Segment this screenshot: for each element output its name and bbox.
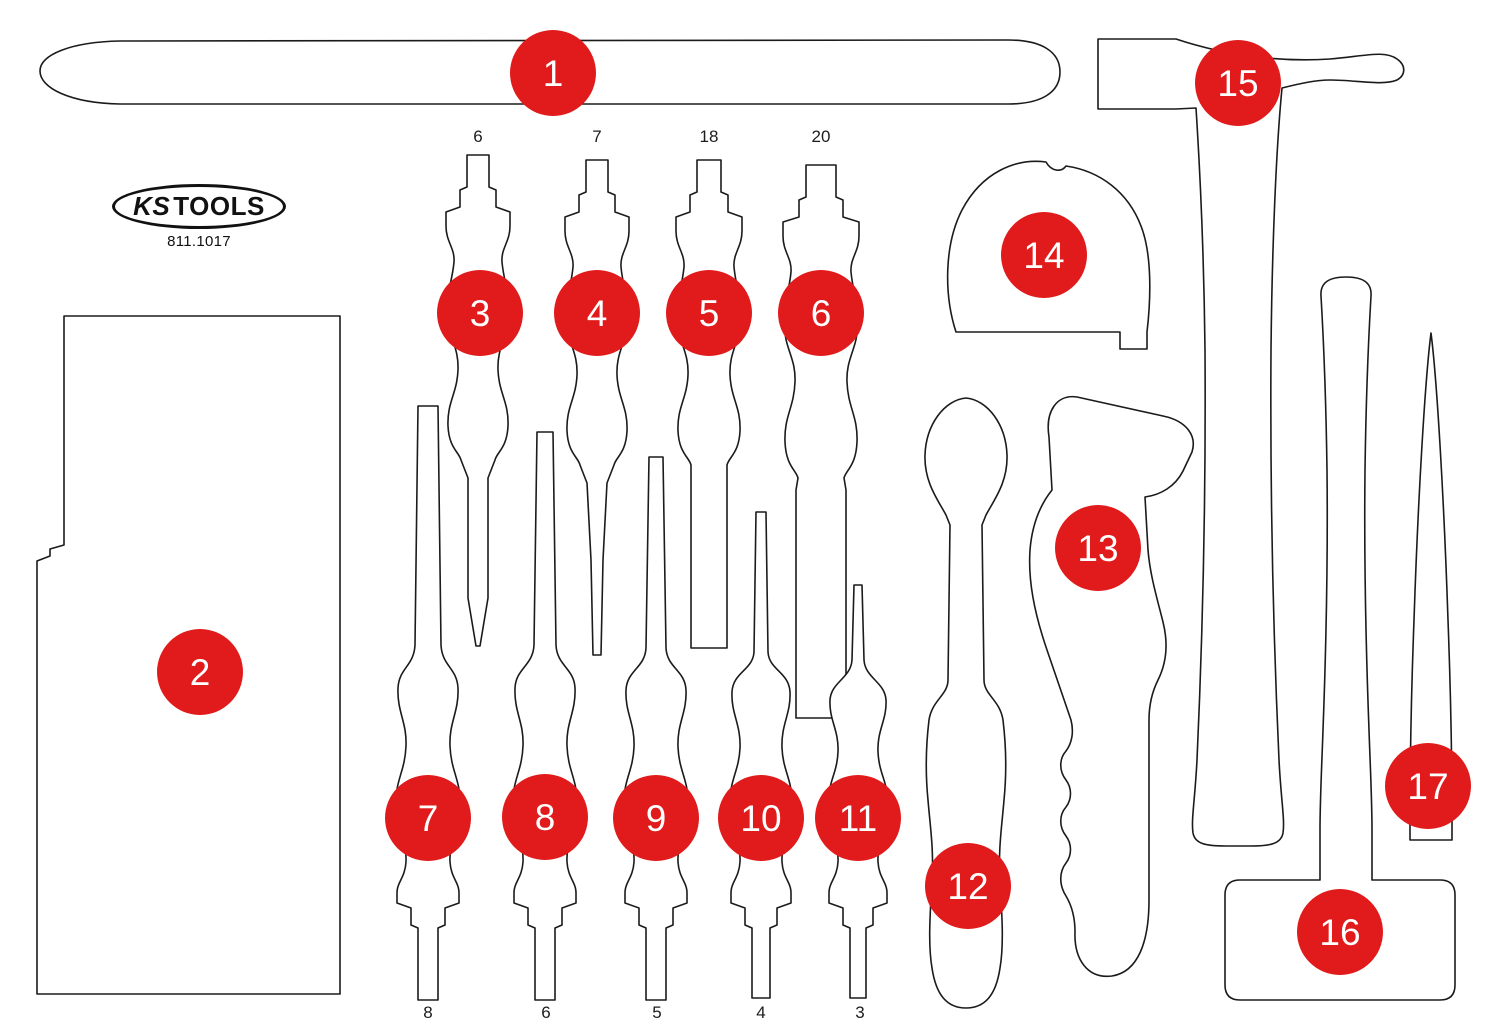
size-label-5-6: 6: [541, 1003, 551, 1022]
callout-7: 7: [385, 775, 471, 861]
callout-12: 12: [925, 843, 1011, 929]
size-label-3-20: 20: [811, 127, 831, 146]
callout-8: 8: [502, 774, 588, 860]
logo-ks-text: KS: [133, 191, 171, 221]
tool-outline-4-chisel: [564, 159, 630, 656]
callout-5: 5: [666, 270, 752, 356]
tool-outline-10-punch: [729, 511, 793, 999]
tool-outline-15-hammer: [1097, 38, 1405, 847]
callout-14: 14: [1001, 212, 1087, 298]
callout-2: 2: [157, 629, 243, 715]
callout-17: 17: [1385, 743, 1471, 829]
callout-15: 15: [1195, 40, 1281, 126]
tool-outline-17-drift: [1409, 332, 1453, 841]
callout-13: 13: [1055, 505, 1141, 591]
callout-6: 6: [778, 270, 864, 356]
size-label-2-18: 18: [699, 127, 719, 146]
tool-outline-8-punch: [512, 431, 578, 1001]
logo-tools-text: TOOLS: [173, 191, 265, 221]
size-label-4-8: 8: [423, 1003, 433, 1022]
callout-11: 11: [815, 775, 901, 861]
tool-outline-7-punch: [395, 405, 461, 1001]
callout-10: 10: [718, 775, 804, 861]
size-label-7-4: 4: [756, 1003, 766, 1022]
tool-outline-13-grip-tool: [1028, 395, 1194, 978]
size-label-1-7: 7: [592, 127, 602, 146]
size-label-0-6: 6: [473, 127, 483, 146]
callout-4: 4: [554, 270, 640, 356]
callout-1: 1: [510, 30, 596, 116]
tool-outline-5-chisel: [675, 159, 743, 649]
tool-outline-3-chisel: [445, 154, 511, 647]
tool-outline-6-chisel: [782, 164, 860, 719]
size-label-6-5: 5: [652, 1003, 662, 1022]
callout-9: 9: [613, 775, 699, 861]
tool-outline-16-mallet: [1224, 276, 1456, 1001]
callout-3: 3: [437, 270, 523, 356]
size-label-8-3: 3: [855, 1003, 865, 1022]
callout-16: 16: [1297, 889, 1383, 975]
tool-outline-9-punch: [623, 456, 689, 1001]
part-number: 811.1017: [167, 233, 231, 250]
